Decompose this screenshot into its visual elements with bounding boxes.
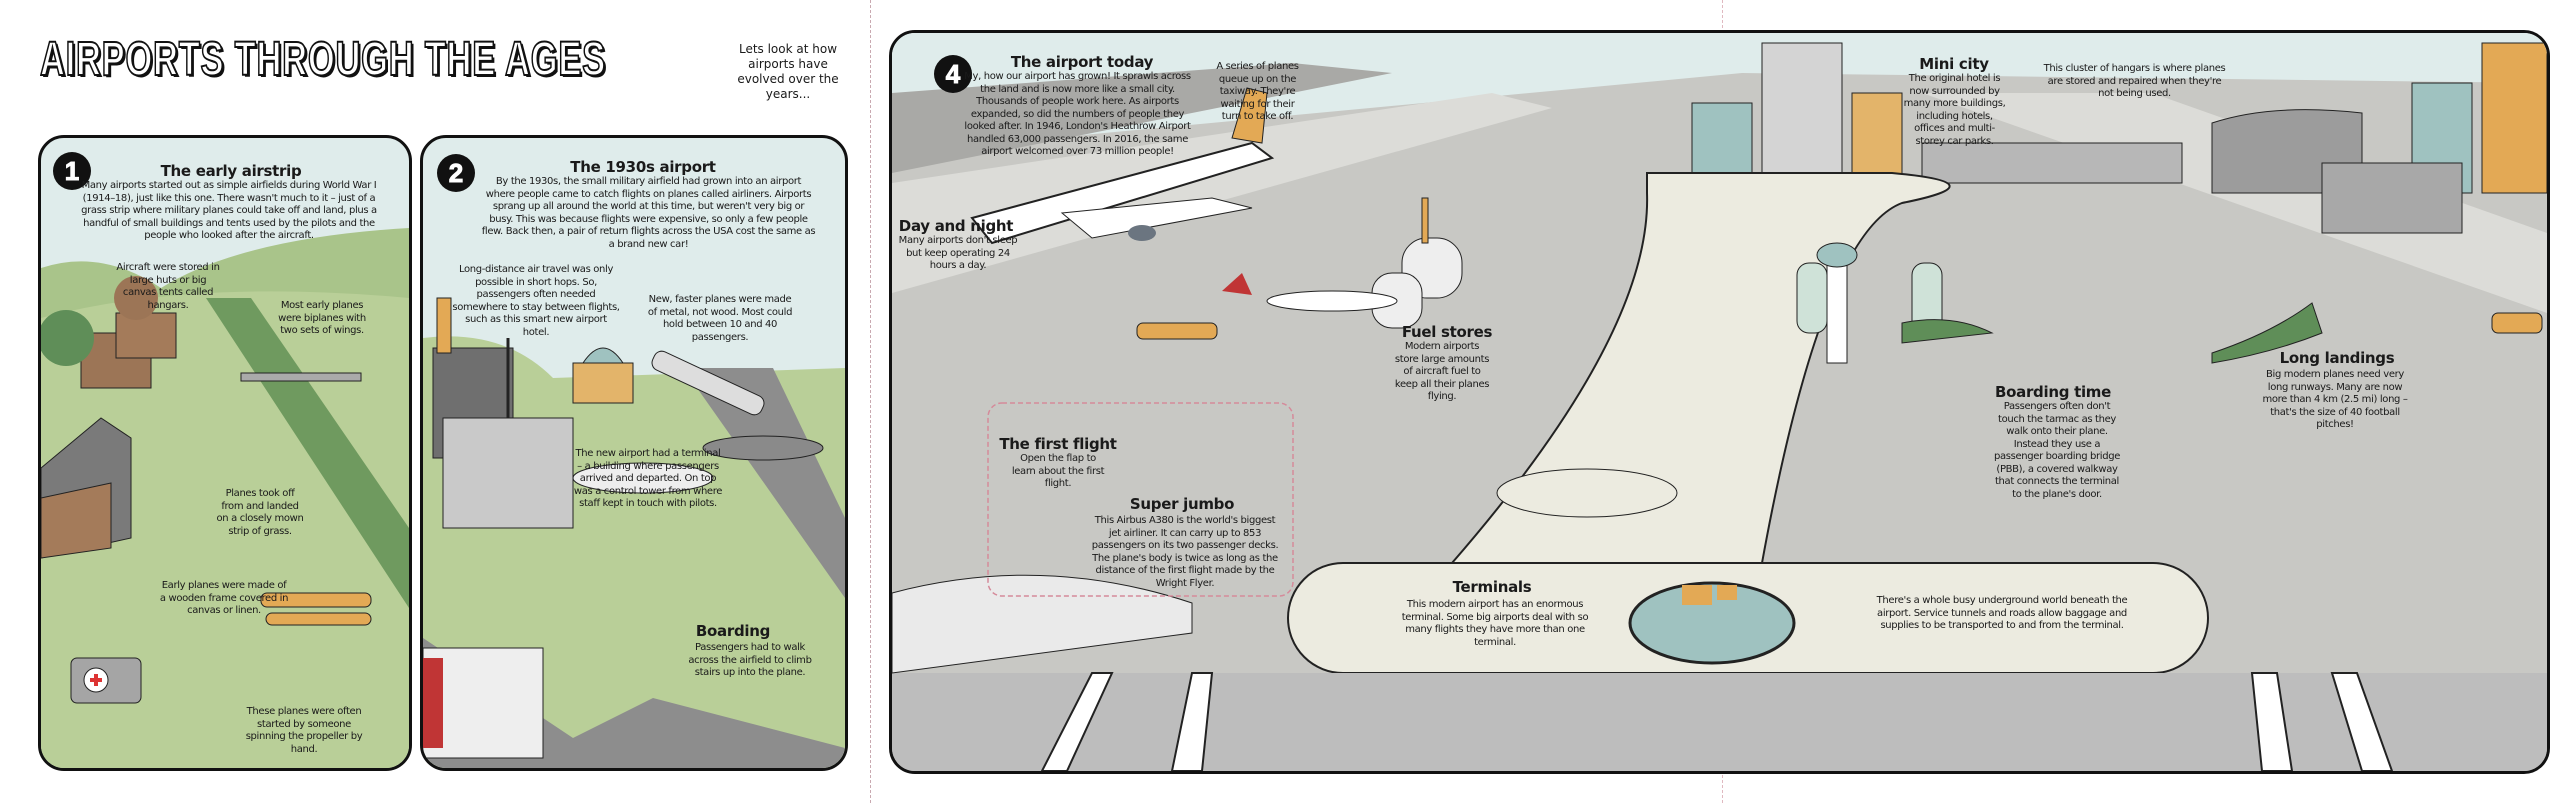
boarding-time-body: Passengers often don't touch the tarmac … xyxy=(1993,401,2121,500)
fuel-stores-body: Modern airports store large amounts of a… xyxy=(1394,341,1490,402)
panel-airport-today: 4 The airport today My, how our airport … xyxy=(889,30,2550,774)
page-subtitle: Lets look at how airports have evolved o… xyxy=(737,42,839,101)
panel-body: Many airports started out as simple airf… xyxy=(81,180,377,241)
hotel-tower xyxy=(2481,42,2547,194)
mini-city-heading: Mini city xyxy=(1919,55,1989,73)
boarding-bridge xyxy=(2330,672,2394,771)
terminal-glass-window xyxy=(1628,581,1796,665)
green-airliner xyxy=(1901,319,1994,344)
green-airliner xyxy=(2211,302,2323,364)
terminal-building xyxy=(442,417,574,529)
panel-number-badge: 2 xyxy=(437,154,475,192)
panel-early-airstrip: 1 The early airstrip Many airports start… xyxy=(38,135,412,771)
hangars-note: This cluster of hangars is where planes … xyxy=(2043,63,2226,99)
callout-airport-hotel: Long-distance air travel was only possib… xyxy=(452,264,620,338)
runway xyxy=(683,368,845,598)
mini-city-body: The original hotel is now surrounded by … xyxy=(1903,73,2006,147)
taxiway-note: A series of planes queue up on the taxiw… xyxy=(1216,61,1299,122)
1930s-airport-illustration xyxy=(423,297,845,768)
red-tail-airliner xyxy=(1266,290,1398,312)
callout-metal-planes: New, faster planes were made of metal, n… xyxy=(647,294,793,343)
boarding-bridge xyxy=(1040,672,1114,771)
a380-airliner xyxy=(970,87,1275,245)
callout-terminal: The new airport had a terminal – a build… xyxy=(573,448,723,509)
boarding-bridge xyxy=(2250,672,2294,771)
first-flight-flap[interactable]: Open the flap to learn about the first f… xyxy=(1011,453,1105,489)
callout-wooden-frame: Early planes were made of a wooden frame… xyxy=(159,580,289,616)
super-jumbo-body: This Airbus A380 is the world's biggest … xyxy=(1091,515,1279,589)
hangar xyxy=(115,312,177,359)
modern-airport-illustration xyxy=(892,33,2547,771)
fuel-truck xyxy=(1136,322,1218,340)
boarding-heading: Boarding xyxy=(695,622,771,640)
super-jumbo-heading: Super jumbo xyxy=(1129,495,1235,513)
terminal-window xyxy=(1796,262,1828,334)
panel-1930s-airport: 2 The 1930s airport By the 1930s, the sm… xyxy=(420,135,848,771)
boarding-body: Passengers had to walk across the airfie… xyxy=(688,642,812,678)
panel-heading: The early airstrip xyxy=(160,162,302,180)
callout-grass-strip: Planes took off from and landed on a clo… xyxy=(216,488,304,537)
terminals-heading: Terminals xyxy=(1452,578,1532,596)
biplane-airliner xyxy=(702,435,824,461)
airport-hotel xyxy=(572,362,634,404)
page-title: AIRPORTS THROUGH THE AGES xyxy=(39,32,606,87)
underground-note: There's a whole busy underground world b… xyxy=(1876,595,2128,631)
fuel-truck xyxy=(2491,312,2543,334)
panel-body: My, how our airport has grown! It sprawl… xyxy=(964,71,1191,157)
panel-heading: The airport today xyxy=(1010,53,1154,71)
mini-city-buildings xyxy=(1921,142,2183,184)
first-flight-heading: The first flight xyxy=(999,435,1117,453)
callout-biplanes: Most early planes were biplanes with two… xyxy=(278,300,366,336)
control-tower xyxy=(1826,252,1848,364)
first-flight-flap-outline xyxy=(987,402,1294,597)
callout-hangars: Aircraft were stored in large huts or bi… xyxy=(116,262,220,311)
panel-number-badge: 1 xyxy=(53,152,91,190)
airliner xyxy=(572,462,714,494)
early-airstrip-illustration xyxy=(41,228,409,768)
day-night-heading: Day and night xyxy=(898,217,1014,235)
panel-body: By the 1930s, the small military airfiel… xyxy=(481,176,816,250)
page-gutter xyxy=(870,0,871,803)
day-night-body: Many airports don't sleep but keep opera… xyxy=(898,235,1018,271)
fuel-stores-heading: Fuel stores xyxy=(1401,323,1493,341)
long-landings-body: Big modern planes need very long runways… xyxy=(2262,369,2408,430)
callout-propeller: These planes were often started by someo… xyxy=(245,706,363,755)
long-landings-heading: Long landings xyxy=(2279,349,2395,367)
biplane xyxy=(240,372,362,382)
apron xyxy=(1496,468,1678,518)
boarding-bridge xyxy=(1170,672,1214,771)
biplane xyxy=(260,592,372,608)
panel-number-badge: 4 xyxy=(934,55,972,93)
airliner-tail xyxy=(892,574,1193,674)
boarding-time-heading: Boarding time xyxy=(1995,383,2111,401)
runway xyxy=(892,93,1552,293)
panel-heading: The 1930s airport xyxy=(570,158,716,176)
terminals-body: This modern airport has an enormous term… xyxy=(1401,599,1589,648)
